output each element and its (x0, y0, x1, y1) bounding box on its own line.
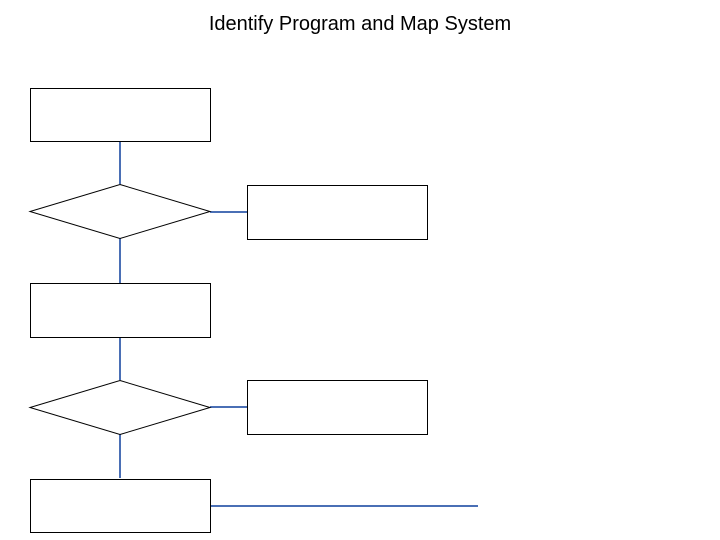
page-title: Identify Program and Map System (208, 13, 512, 35)
process-box-1 (30, 88, 211, 142)
shapes (28, 88, 428, 533)
decision-diamond-1 (28, 183, 212, 240)
side-box-2 (247, 380, 428, 435)
process-box-2 (30, 283, 211, 338)
process-box-3 (30, 479, 211, 533)
decision-diamond-2 (28, 379, 212, 436)
connectors (119, 142, 478, 507)
side-box-1 (247, 185, 428, 240)
